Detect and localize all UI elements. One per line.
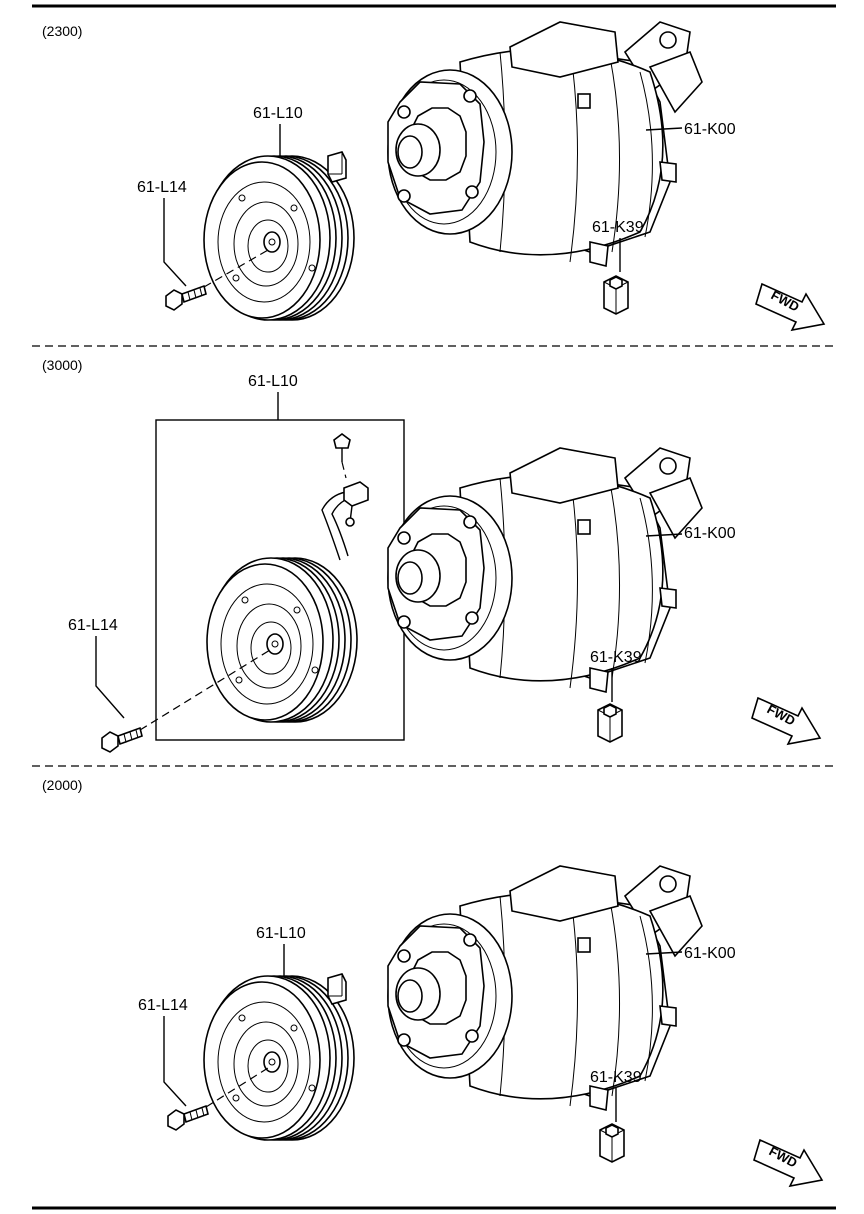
engine-label: (2300): [42, 23, 82, 39]
leader-line: [163, 198, 187, 287]
bolt-label: 61-L14: [137, 179, 187, 196]
cap: [597, 703, 623, 743]
cap: [599, 1123, 625, 1163]
leader-line: [95, 636, 125, 719]
compressor: [387, 21, 703, 267]
cap: [603, 275, 629, 315]
cap-label: 61-K39: [590, 649, 642, 666]
leader-line: [163, 1016, 187, 1107]
screw: [333, 433, 351, 479]
clutch-label: 61-L10: [248, 373, 298, 390]
cap-label: 61-K39: [590, 1069, 642, 1086]
bolt-label: 61-L14: [138, 997, 188, 1014]
section-3000: (3000) FWD 61-L10 61-L14 61-K00 61-K39: [42, 357, 821, 753]
connector-plug: [327, 151, 347, 183]
clutch-label: 61-L10: [256, 925, 306, 942]
bolt: [167, 1105, 209, 1131]
section-2300: (2300) FWD 61-L10 61-L14 61-K00 61-K39: [42, 21, 825, 331]
compressor-label: 61-K00: [684, 525, 736, 542]
clutch-assembly: [206, 557, 358, 723]
bolt: [101, 727, 143, 753]
leader-line: [645, 127, 683, 131]
compressor: [387, 865, 703, 1111]
engine-label: (3000): [42, 357, 82, 373]
compressor-label: 61-K00: [684, 945, 736, 962]
bolt: [165, 285, 207, 311]
bolt-label: 61-L14: [68, 617, 118, 634]
leader-line: [645, 533, 683, 537]
compressor-label: 61-K00: [684, 121, 736, 138]
compressor: [387, 447, 703, 693]
leader-line: [645, 951, 683, 955]
connector-plug: [327, 973, 347, 1005]
clutch-label: 61-L10: [253, 105, 303, 122]
section-2000: (2000) FWD 61-L10 61-L14 61-K00 61-K39: [42, 777, 823, 1187]
engine-label: (2000): [42, 777, 82, 793]
cap-label: 61-K39: [592, 219, 644, 236]
wire-harness: [321, 481, 369, 561]
